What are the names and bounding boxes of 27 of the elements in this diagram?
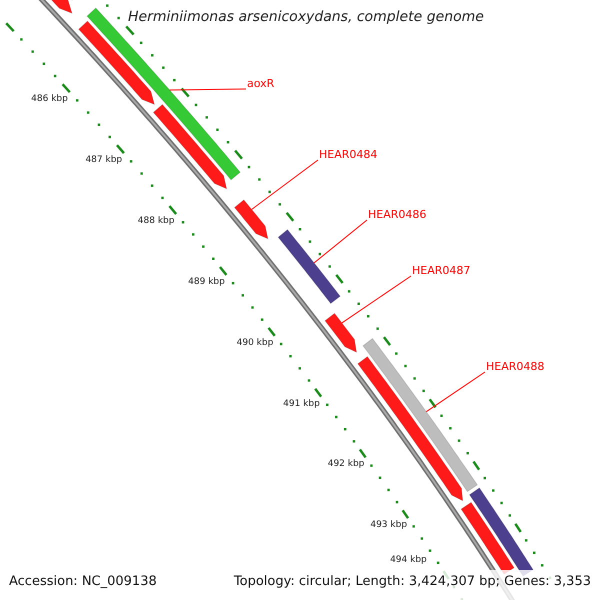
scale-label: 492 kbp bbox=[328, 459, 364, 470]
gene-label: HEAR0487 bbox=[412, 264, 470, 277]
gene-label: HEAR0488 bbox=[486, 360, 544, 373]
leader-line bbox=[251, 160, 318, 210]
scale-label: 493 kbp bbox=[370, 520, 408, 530]
gene-label: HEAR0484 bbox=[319, 148, 378, 161]
leader-line bbox=[426, 372, 486, 412]
gene-feature bbox=[324, 312, 358, 353]
scale-label: 494 kbp bbox=[390, 554, 427, 565]
gene-bar bbox=[278, 229, 341, 304]
genome-summary: Topology: circular; Length: 3,424,307 bp; Genes: 3,353 bbox=[234, 574, 591, 589]
title: Herminiimonas arsenicoxydans, complete genome bbox=[126, 9, 486, 25]
scale-label: 488 kbp bbox=[138, 216, 174, 226]
gene-label: aoxR bbox=[247, 77, 274, 90]
gene-feature bbox=[234, 199, 268, 240]
leader-line bbox=[341, 276, 412, 324]
leader-line bbox=[314, 220, 368, 264]
scale-label: 491 kbp bbox=[283, 398, 320, 409]
accession-text: Accession: NC_009138 bbox=[9, 574, 157, 589]
scale-label: 489 kbp bbox=[188, 276, 225, 287]
scale-label: 486 kbp bbox=[31, 94, 68, 104]
leader-line bbox=[169, 88, 246, 90]
scale-label: 490 kbp bbox=[236, 338, 274, 348]
gene-bar bbox=[362, 338, 478, 492]
gene-bar bbox=[86, 7, 241, 180]
gene-label: HEAR0486 bbox=[368, 208, 426, 221]
scale-label: 487 kbp bbox=[85, 155, 122, 166]
